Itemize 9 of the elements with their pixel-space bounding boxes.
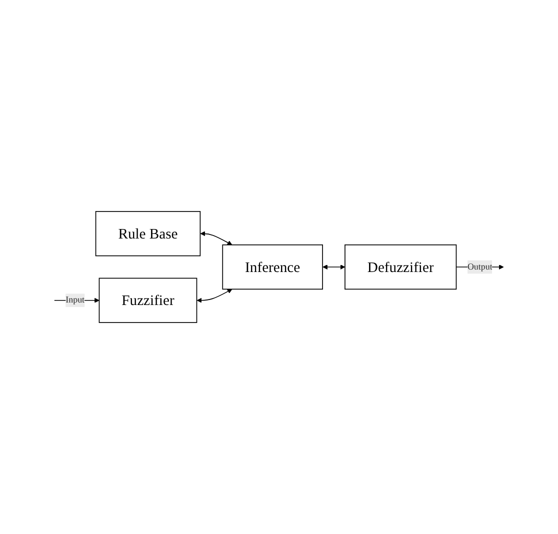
node-box: Defuzzifier (344, 244, 457, 290)
node-box: Inference (222, 244, 323, 290)
edge-label: Output (467, 262, 492, 272)
arrow (196, 288, 232, 303)
arrow (200, 231, 232, 246)
arrow (322, 264, 346, 270)
edge-label: Input (66, 295, 85, 305)
node-box: Rule Base (95, 211, 201, 256)
node-box: Fuzzifier (98, 278, 198, 323)
